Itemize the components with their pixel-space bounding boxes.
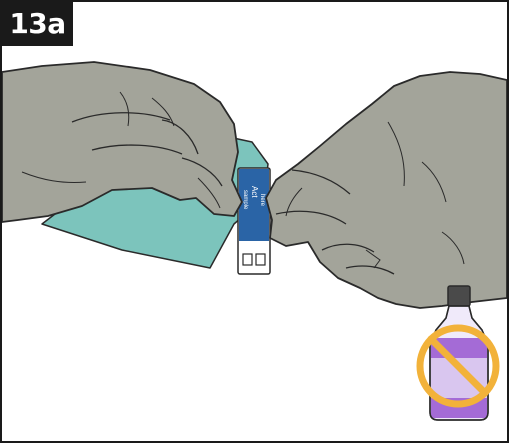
- card-brand-text: Act: [250, 186, 259, 198]
- step-number-badge: 13a: [2, 2, 73, 46]
- card-line-1: sample: [242, 190, 248, 210]
- test-card-icon: Act sample here: [238, 168, 270, 274]
- card-line-2: here: [259, 194, 265, 207]
- right-hand-icon: [266, 72, 507, 308]
